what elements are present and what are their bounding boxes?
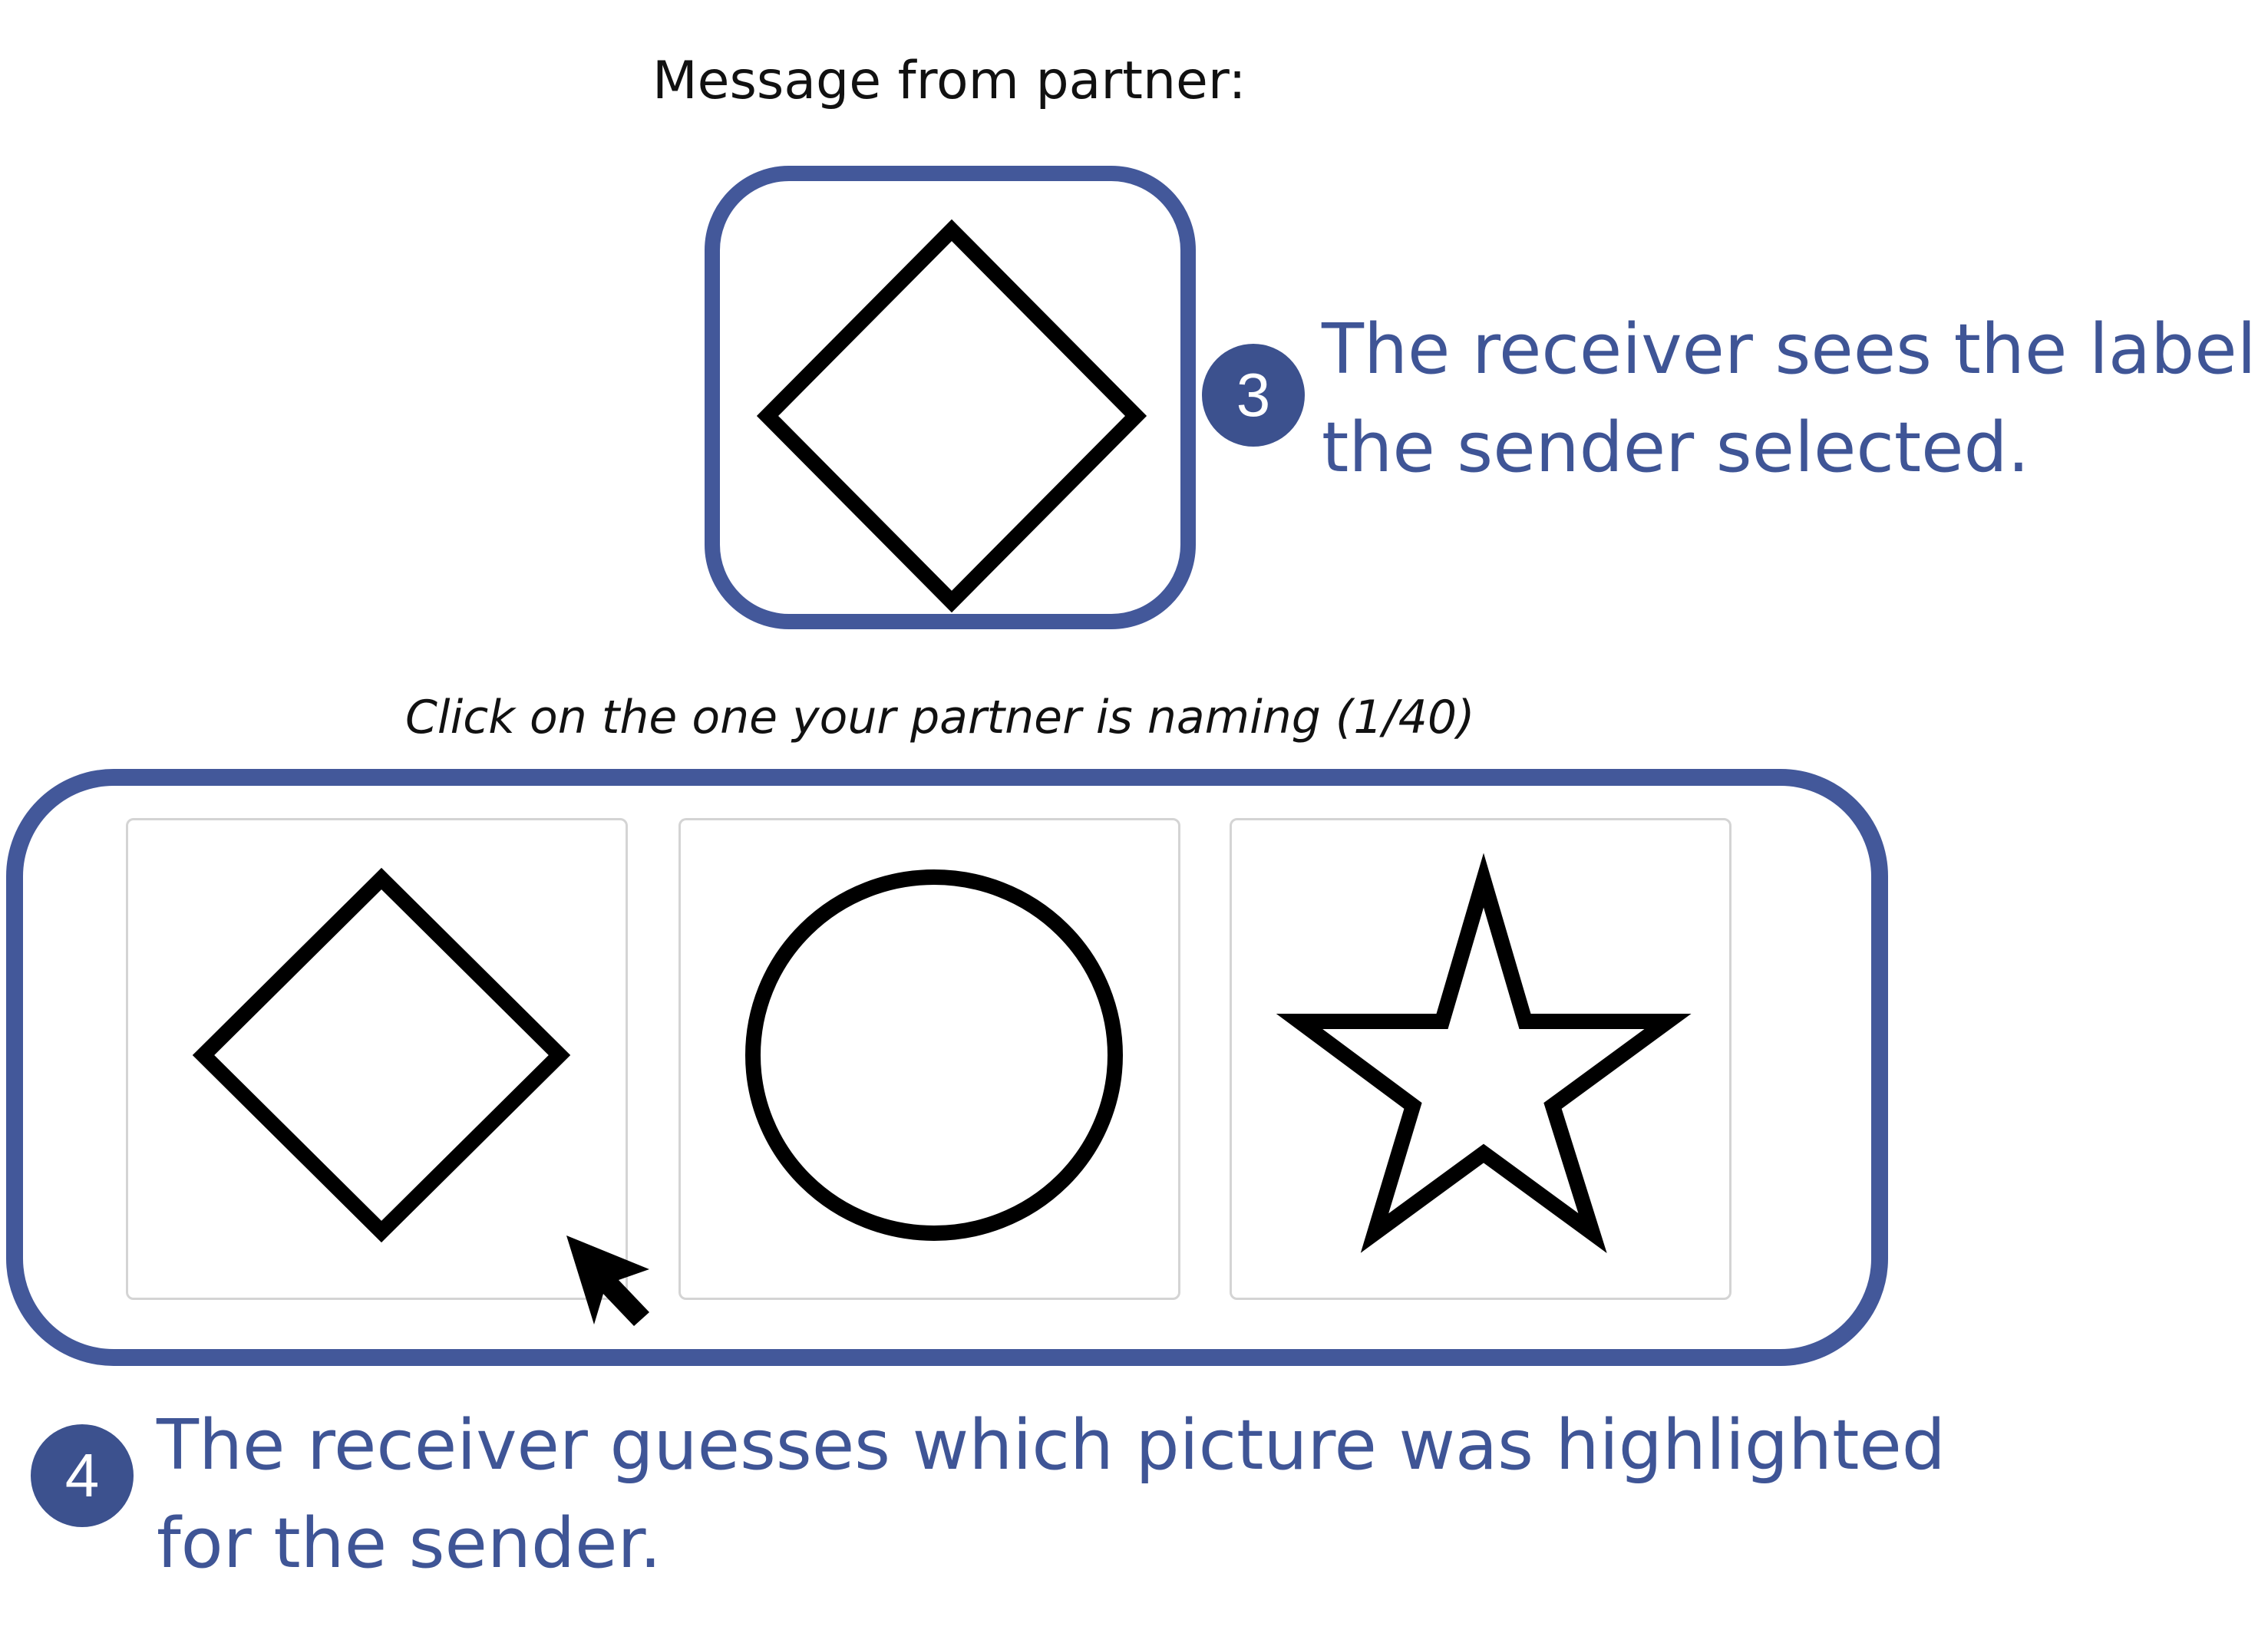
step-4-badge: 4 xyxy=(31,1424,134,1527)
star-icon xyxy=(1276,853,1692,1254)
step-3-line-1: The receiver sees the label xyxy=(1322,309,2256,390)
step-4-annotation: The receiver guesses which picture was h… xyxy=(157,1397,1946,1593)
step-4-line-2: for the sender. xyxy=(157,1503,662,1584)
step-4-line-1: The receiver guesses which picture was h… xyxy=(157,1405,1946,1486)
circle-icon xyxy=(745,869,1123,1241)
step-3-line-2: the sender selected. xyxy=(1322,407,2030,488)
diamond-icon xyxy=(192,867,571,1243)
message-title: Message from partner: xyxy=(652,51,1246,111)
mouse-pointer-icon xyxy=(566,1235,649,1326)
diamond-icon xyxy=(756,219,1147,613)
step-3-badge: 3 xyxy=(1202,344,1305,447)
choice-star-button[interactable] xyxy=(1230,818,1732,1300)
choice-circle-button[interactable] xyxy=(678,818,1180,1300)
step-3-annotation: The receiver sees the label the sender s… xyxy=(1322,301,2256,497)
message-panel xyxy=(705,166,1196,629)
choice-diamond-button[interactable] xyxy=(126,818,628,1300)
choice-instruction: Click on the one your partner is naming … xyxy=(405,691,1475,744)
